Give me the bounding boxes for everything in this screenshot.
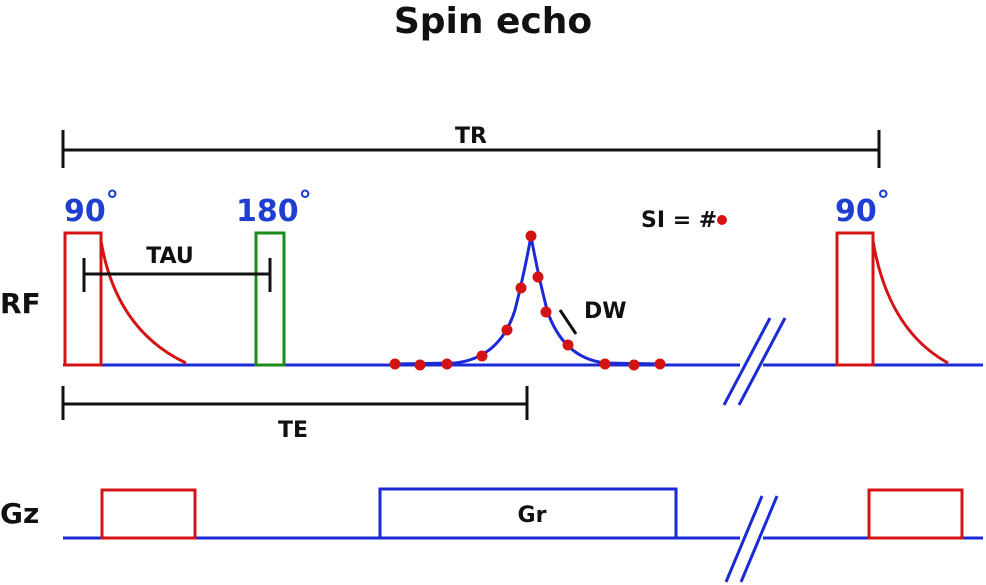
sample-points — [389, 230, 666, 371]
sample-point — [414, 359, 426, 371]
pulse-90-left-label: 90° — [64, 186, 119, 229]
pulse-90-left-number: 90 — [64, 194, 106, 229]
rf-row-label: RF — [0, 287, 41, 320]
te-interval — [61, 386, 529, 420]
tr-label: TR — [455, 124, 487, 149]
sample-point — [562, 339, 574, 351]
pulse-90-right-label: 90° — [835, 186, 890, 229]
pulse-90-left — [63, 231, 103, 367]
fid-decay-left — [99, 240, 187, 365]
degree-symbol: ° — [299, 186, 312, 216]
sample-point — [441, 358, 453, 370]
sample-point-legend — [717, 215, 727, 225]
fid-decay-right — [871, 240, 949, 365]
tau-interval — [82, 258, 272, 292]
gz-row-label: Gz — [0, 497, 39, 530]
pulse-90-right-number: 90 — [835, 194, 877, 229]
tau-label: TAU — [146, 244, 194, 269]
sample-point — [532, 271, 544, 283]
sample-point — [476, 350, 488, 362]
pulse-180-number: 180 — [236, 194, 299, 229]
sample-point — [540, 306, 552, 318]
pulse-180-label: 180° — [236, 186, 312, 229]
sample-point — [501, 324, 513, 336]
dw-label: DW — [584, 299, 627, 324]
sample-point — [389, 358, 401, 370]
degree-symbol: ° — [106, 186, 119, 216]
diagram-title: Spin echo — [394, 1, 592, 42]
readout-gradient — [378, 487, 678, 540]
si-label: SI = # — [641, 208, 717, 233]
slice-gradient-right — [867, 488, 964, 540]
time-break-rf — [722, 317, 787, 406]
pulse-180 — [254, 231, 286, 367]
sample-point — [525, 230, 537, 242]
te-label: TE — [278, 418, 308, 443]
slice-gradient-left — [100, 488, 197, 540]
degree-symbol: ° — [877, 186, 890, 216]
tr-interval — [61, 130, 881, 168]
dw-marker — [558, 309, 578, 335]
sample-point — [515, 282, 527, 294]
readout-gradient-label: Gr — [518, 503, 547, 528]
pulse-90-right — [835, 231, 875, 367]
sample-point — [628, 359, 640, 371]
sample-point — [599, 358, 611, 370]
time-break-gz — [724, 495, 779, 583]
sample-point — [654, 358, 666, 370]
